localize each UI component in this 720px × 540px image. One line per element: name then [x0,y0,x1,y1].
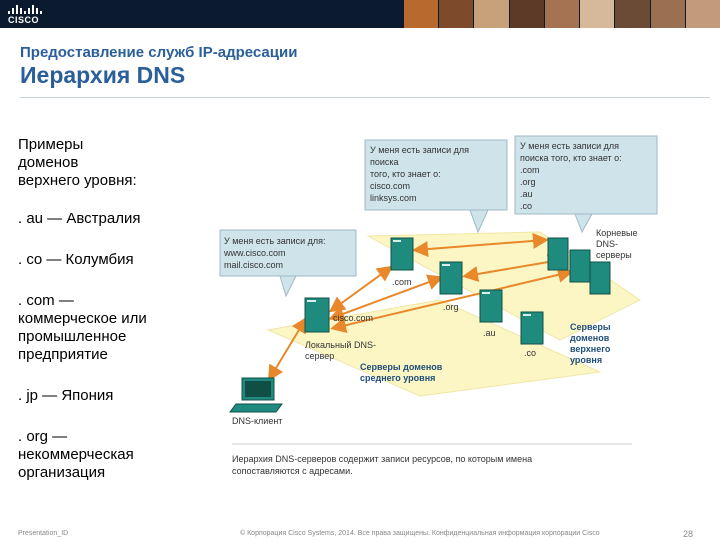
label-cisco: cisco.com [333,313,373,323]
sld-label-1: Серверы доменов [360,362,443,372]
sld-label-2: среднего уровня [360,373,435,383]
footer-presentation-id: Presentation_ID [18,530,69,537]
server-com-icon [390,237,414,271]
people-photo-strip [403,0,720,28]
callout-middle-line-1: У меня есть записи для [370,145,469,155]
caption-line-1: Иерархия DNS-серверов содержит записи ре… [232,454,532,464]
callout-left-line-2: www.cisco.com [223,248,286,258]
title-divider [20,97,710,98]
label-au: .au [483,328,496,338]
local-dns-label-2: сервер [305,351,334,361]
callout-left-line-3: mail.cisco.com [224,260,283,270]
server-au-icon [479,289,503,323]
root-label-2: DNS- [596,239,618,249]
server-org-icon [439,261,463,295]
callout-right-line-6: .co [520,201,532,211]
callout-right-line-2: поиска того, кто знает о: [520,153,622,163]
arrow-client-to-local [267,316,308,382]
caption-line-2: сопоставляются с адресами. [232,466,353,476]
example-org: . org — некоммерческая организация [18,428,134,481]
tld-label-1: Серверы [570,322,611,332]
callout-right-line-3: .com [520,165,540,175]
arrow-local-to-root [330,266,574,334]
tld-examples-list: Примеры доменов верхнего уровня: . au — … [18,136,188,482]
example-co: . co — Колумбия [18,251,134,268]
dns-client-computer-icon [229,377,283,413]
callout-middle-line-3: того, кто знает о: [370,169,441,179]
label-org: .org [443,302,459,312]
server-cisco-local-icon [304,297,330,333]
callout-right: У меня есть записи для поиска того, кто … [514,135,658,234]
root-label-3: серверы [596,250,632,260]
callout-left: У меня есть записи для: www.cisco.com ma… [219,229,357,298]
example-com: . com — коммерческое или промышленное пр… [18,292,147,363]
callout-middle: У меня есть записи для поиска того, кто … [364,139,508,234]
local-dns-label-1: Локальный DNS- [305,340,376,350]
example-au: . au — Австралия [18,210,141,227]
callout-right-line-1: У меня есть записи для [520,141,619,151]
root-servers-icon [547,237,611,295]
example-jp: . jp — Япония [18,387,114,404]
tld-label-2: доменов [570,333,610,343]
server-co-icon [520,311,544,345]
callout-middle-line-4: cisco.com [370,181,410,191]
callout-right-line-4: .org [520,177,536,187]
root-label-1: Корневые [596,228,637,238]
slide-title: Иерархия DNS [20,62,186,88]
callout-middle-line-5: linksys.com [370,193,417,203]
examples-intro: Примеры доменов верхнего уровня: [18,136,137,189]
callout-middle-line-2: поиска [370,157,399,167]
label-co: .co [524,348,536,358]
top-banner: CISCO [0,0,720,28]
page-number: 28 [683,529,694,539]
tld-label-3: верхнего [570,344,611,354]
callout-right-line-5: .au [520,189,533,199]
footer-copyright: © Корпорация Cisco Systems, 2014. Все пр… [240,530,600,537]
slide-subtitle: Предоставление служб IP-адресации [20,44,298,61]
cisco-logo: CISCO [8,4,48,25]
client-label: DNS-клиент [232,416,282,426]
arrow-com-to-root [412,232,549,258]
callout-left-line-1: У меня есть записи для: [224,236,326,246]
tld-label-4: уровня [570,355,602,365]
label-com: .com [392,277,412,287]
